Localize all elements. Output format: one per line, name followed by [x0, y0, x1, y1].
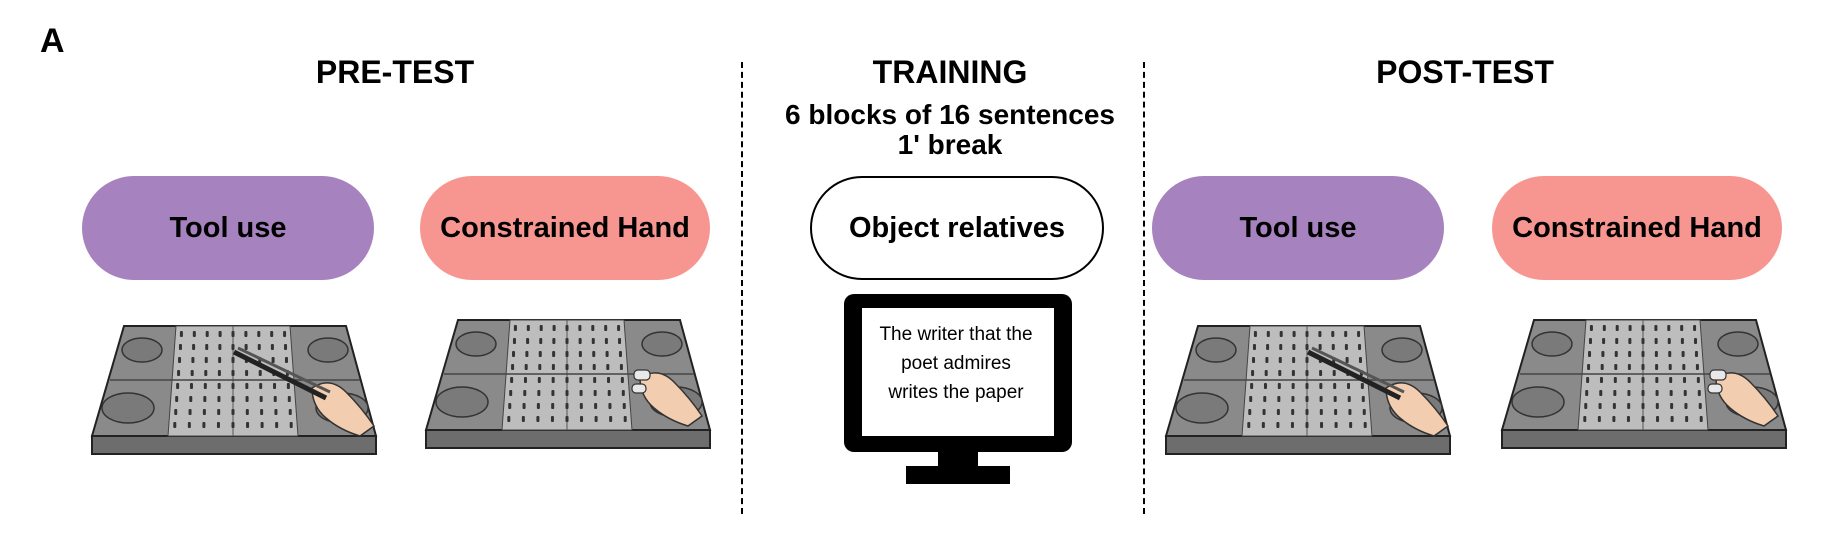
pre-tool-use-pill: Tool use	[82, 176, 374, 280]
post-tool-use-pill: Tool use	[1152, 176, 1444, 280]
pre-constrained-hand-pill: Constrained Hand	[420, 176, 710, 280]
computer-monitor-icon	[844, 294, 1072, 484]
pill-label: Tool use	[1239, 211, 1357, 244]
training-title: TRAINING	[872, 54, 1028, 90]
pill-label: Constrained Hand	[1512, 211, 1762, 244]
screen-line-1: The writer that the	[879, 324, 1033, 345]
tongs-on-pegboard-icon	[1164, 325, 1452, 455]
screen-line-2: poet admires	[901, 353, 1011, 374]
divider-right	[1143, 62, 1145, 514]
pill-label: Object relatives	[849, 211, 1065, 244]
screen-line-3: writes the paper	[888, 382, 1024, 403]
post-constrained-hand-pill: Constrained Hand	[1492, 176, 1782, 280]
tongs-on-pegboard-icon	[90, 325, 378, 455]
post-test-title: POST-TEST	[1376, 54, 1554, 90]
monitor-screen-text: The writer that the poet admires writes …	[866, 320, 1046, 407]
pill-label: Constrained Hand	[440, 211, 690, 244]
panel-label: A	[40, 22, 65, 60]
divider-left	[741, 62, 743, 514]
object-relatives-pill: Object relatives	[810, 176, 1104, 280]
taped-fingers-on-pegboard-icon	[1500, 319, 1788, 449]
training-blocks-text: 6 blocks of 16 sentences	[785, 99, 1115, 130]
taped-fingers-on-pegboard-icon	[424, 319, 712, 449]
training-break-text: 1' break	[897, 129, 1003, 160]
pill-label: Tool use	[169, 211, 287, 244]
pre-test-title: PRE-TEST	[315, 54, 475, 90]
